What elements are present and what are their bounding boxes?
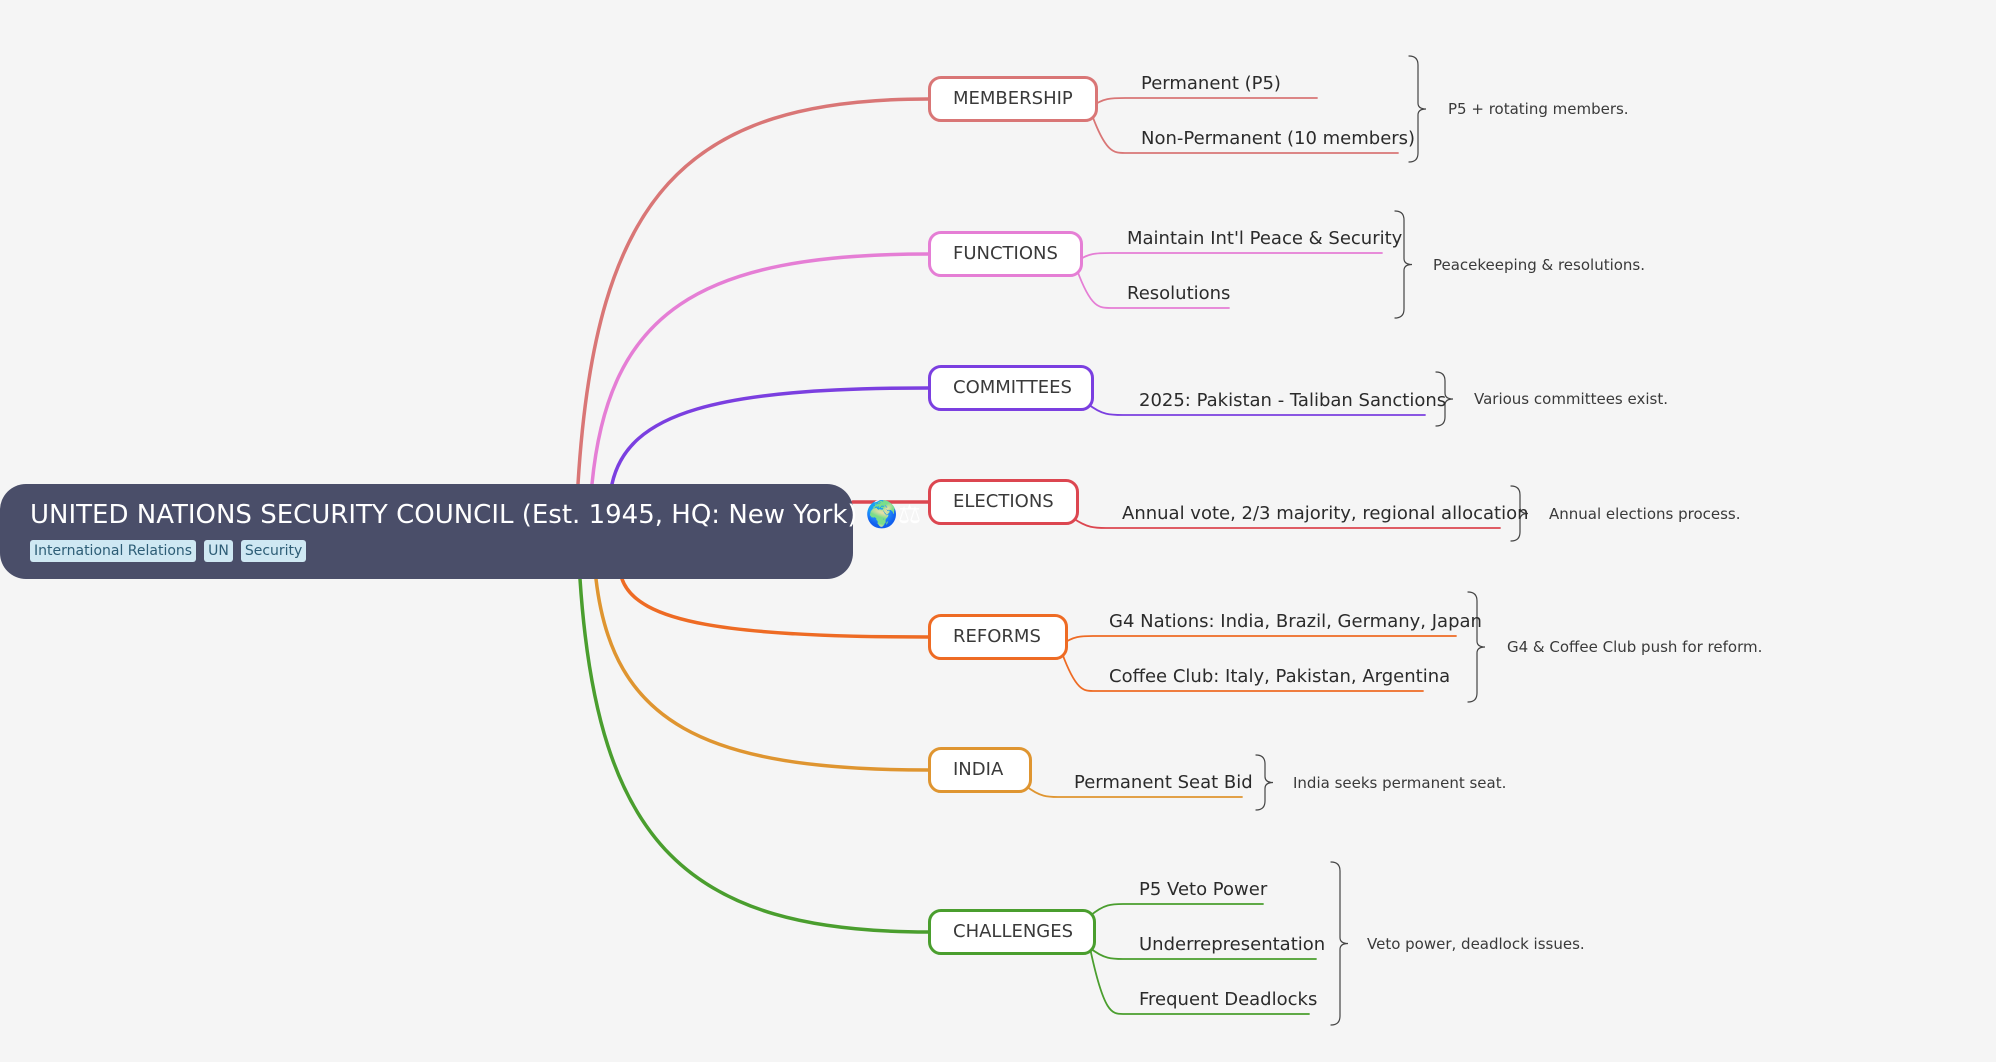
- connector-elections-leaf-0: [1072, 517, 1501, 529]
- connector-india-leaf-0: [1025, 785, 1243, 798]
- leaf-elections-0[interactable]: Annual vote, 2/3 majority, regional allo…: [1122, 503, 1529, 524]
- summary-note-challenges[interactable]: Veto power, deadlock issues.: [1367, 934, 1585, 953]
- leaf-reforms-1[interactable]: Coffee Club: Italy, Pakistan, Argentina: [1109, 666, 1451, 687]
- connector-challenges-leaf-1: [1089, 947, 1317, 960]
- connector-root-to-committees: [610, 386, 930, 486]
- summary-note-elections[interactable]: Annual elections process.: [1549, 504, 1741, 523]
- summary-note-functions[interactable]: Peacekeeping & resolutions.: [1433, 255, 1646, 274]
- root-title: UNITED NATIONS SECURITY COUNCIL (Est. 19…: [30, 500, 858, 530]
- brace-reforms: [1467, 591, 1486, 703]
- brace-committees: [1435, 371, 1454, 427]
- brace-membership: [1408, 55, 1427, 163]
- leaf-challenges-0[interactable]: P5 Veto Power: [1139, 879, 1268, 900]
- branch-membership[interactable]: MEMBERSHIP: [928, 76, 1098, 122]
- branch-elections[interactable]: ELECTIONS: [928, 479, 1079, 525]
- globe-scales-icon: 🌍⚖: [865, 500, 922, 530]
- brace-challenges: [1330, 861, 1349, 1026]
- connector-challenges-leaf-0: [1089, 903, 1264, 917]
- branch-functions[interactable]: FUNCTIONS: [928, 231, 1083, 277]
- leaf-functions-0[interactable]: Maintain Int'l Peace & Security: [1127, 228, 1403, 249]
- connector-reforms-leaf-0: [1061, 635, 1457, 646]
- connector-root-to-challenges: [578, 577, 930, 934]
- leaf-india-0[interactable]: Permanent Seat Bid: [1074, 772, 1253, 793]
- brace-functions: [1394, 210, 1413, 319]
- connector-committees-leaf-0: [1087, 403, 1426, 416]
- connector-root-to-india: [594, 577, 930, 772]
- connector-reforms-leaf-1: [1061, 652, 1424, 692]
- tag-security[interactable]: Security: [240, 540, 307, 562]
- brace-elections: [1510, 485, 1529, 542]
- connector-membership-leaf-0: [1091, 97, 1318, 108]
- branch-india[interactable]: INDIA: [928, 747, 1032, 793]
- connector-root-to-reforms: [620, 577, 930, 639]
- tag-list: International Relations UN Security: [30, 540, 823, 562]
- leaf-challenges-2[interactable]: Frequent Deadlocks: [1139, 989, 1318, 1010]
- connector-membership-leaf-1: [1091, 114, 1399, 154]
- branch-challenges[interactable]: CHALLENGES: [928, 909, 1096, 955]
- leaf-reforms-0[interactable]: G4 Nations: India, Brazil, Germany, Japa…: [1109, 611, 1482, 632]
- leaf-membership-1[interactable]: Non-Permanent (10 members): [1141, 128, 1416, 149]
- summary-note-reforms[interactable]: G4 & Coffee Club push for reform.: [1507, 638, 1763, 656]
- connector-functions-leaf-0: [1076, 252, 1383, 263]
- leaf-challenges-1[interactable]: Underrepresentation: [1139, 934, 1326, 955]
- summary-note-membership[interactable]: P5 + rotating members.: [1448, 100, 1629, 118]
- branch-committees[interactable]: COMMITTEES: [928, 365, 1094, 411]
- branch-reforms[interactable]: REFORMS: [928, 614, 1068, 660]
- connector-root-to-functions: [590, 252, 930, 486]
- leaf-membership-0[interactable]: Permanent (P5): [1141, 73, 1281, 94]
- connector-root-to-membership: [576, 97, 930, 486]
- summary-note-committees[interactable]: Various committees exist.: [1474, 390, 1668, 408]
- root-node[interactable]: UNITED NATIONS SECURITY COUNCIL (Est. 19…: [0, 484, 921, 579]
- connector-functions-leaf-1: [1076, 269, 1230, 309]
- summary-note-india[interactable]: India seeks permanent seat.: [1293, 773, 1507, 792]
- leaf-committees-0[interactable]: 2025: Pakistan - Taliban Sanctions: [1139, 390, 1447, 411]
- tag-un[interactable]: UN: [204, 540, 233, 562]
- leaf-functions-1[interactable]: Resolutions: [1127, 283, 1231, 304]
- root-title-row: UNITED NATIONS SECURITY COUNCIL (Est. 19…: [30, 498, 921, 532]
- tag-international-relations[interactable]: International Relations: [30, 540, 197, 562]
- connector-challenges-leaf-2: [1089, 947, 1310, 1015]
- brace-india: [1255, 754, 1274, 811]
